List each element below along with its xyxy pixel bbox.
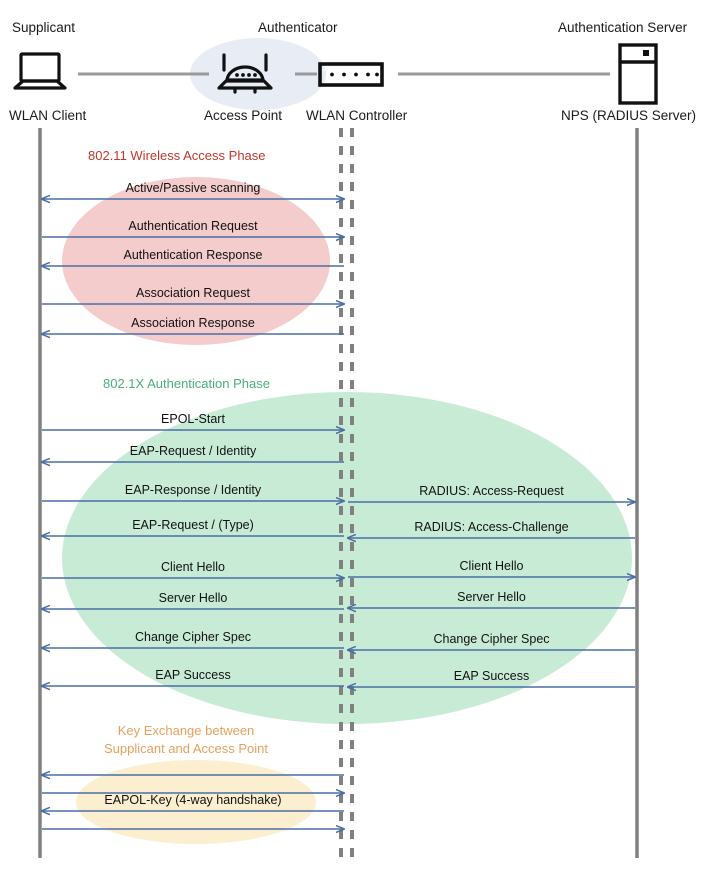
message-label-phase-8021x-9: RADIUS: Access-Challenge [414, 520, 569, 534]
device-label-nps: NPS (RADIUS Server) [561, 108, 697, 123]
message-label-phase-80211-4: Association Response [131, 316, 255, 330]
phase-title-key-exchange: Key Exchange between Supplicant and Acce… [96, 722, 276, 758]
message-label-phase-8021x-11: Server Hello [457, 590, 526, 604]
topology-row [13, 38, 658, 110]
message-label-phase-8021x-2: EAP-Response / Identity [124, 483, 262, 497]
role-label-authentication-server: Authentication Server [558, 20, 688, 35]
phase-ellipse-phase-80211 [62, 177, 330, 345]
role-label-authenticator: Authenticator [258, 20, 338, 35]
message-label-phase-8021x-3: EAP-Request / (Type) [132, 518, 254, 532]
message-label-phase-keyexchange-2: EAPOL-Key (4-way handshake) [104, 793, 282, 807]
message-label-phase-8021x-4: Client Hello [161, 560, 225, 574]
phase-ellipse-phase-keyexchange [76, 760, 316, 844]
phase-title-key-exchange-line2: Supplicant and Access Point [103, 741, 269, 756]
phase-title-80211: 802.11 Wireless Access Phase [88, 148, 266, 163]
message-label-phase-80211-1: Authentication Request [128, 219, 258, 233]
phase-ellipse-phase-8021x [62, 392, 632, 724]
message-label-phase-80211-2: Authentication Response [123, 248, 263, 262]
lifelines [38, 128, 639, 858]
phase-title-8021x: 802.1X Authentication Phase [103, 376, 270, 391]
message-label-phase-8021x-6: Change Cipher Spec [134, 630, 252, 644]
message-label-phase-80211-0: Active/Passive scanning [125, 181, 261, 195]
message-label-phase-8021x-12: Change Cipher Spec [433, 632, 550, 646]
device-label-wlan-client: WLAN Client [9, 108, 87, 123]
wlan-controller-icon [318, 62, 384, 87]
device-label-access-point: Access Point [204, 108, 283, 123]
message-label-phase-8021x-5: Server Hello [158, 591, 228, 605]
phase-ellipses [62, 177, 632, 844]
message-arrows [42, 199, 635, 829]
laptop-icon [13, 52, 67, 90]
server-icon [618, 43, 658, 105]
message-label-phase-8021x-10: Client Hello [459, 559, 524, 573]
device-label-wlan-controller: WLAN Controller [306, 108, 408, 123]
message-label-phase-8021x-7: EAP Success [155, 668, 231, 682]
message-label-phase-8021x-8: RADIUS: Access-Request [419, 484, 564, 498]
message-label-phase-8021x-13: EAP Success [453, 669, 530, 683]
message-label-phase-8021x-0: EPOL-Start [161, 412, 225, 426]
role-label-supplicant: Supplicant [12, 20, 76, 35]
access-point-icon [217, 53, 273, 94]
phase-title-key-exchange-line1: Key Exchange between [117, 723, 255, 738]
message-label-phase-8021x-1: EAP-Request / Identity [129, 444, 257, 458]
message-label-phase-80211-3: Association Request [136, 286, 250, 300]
